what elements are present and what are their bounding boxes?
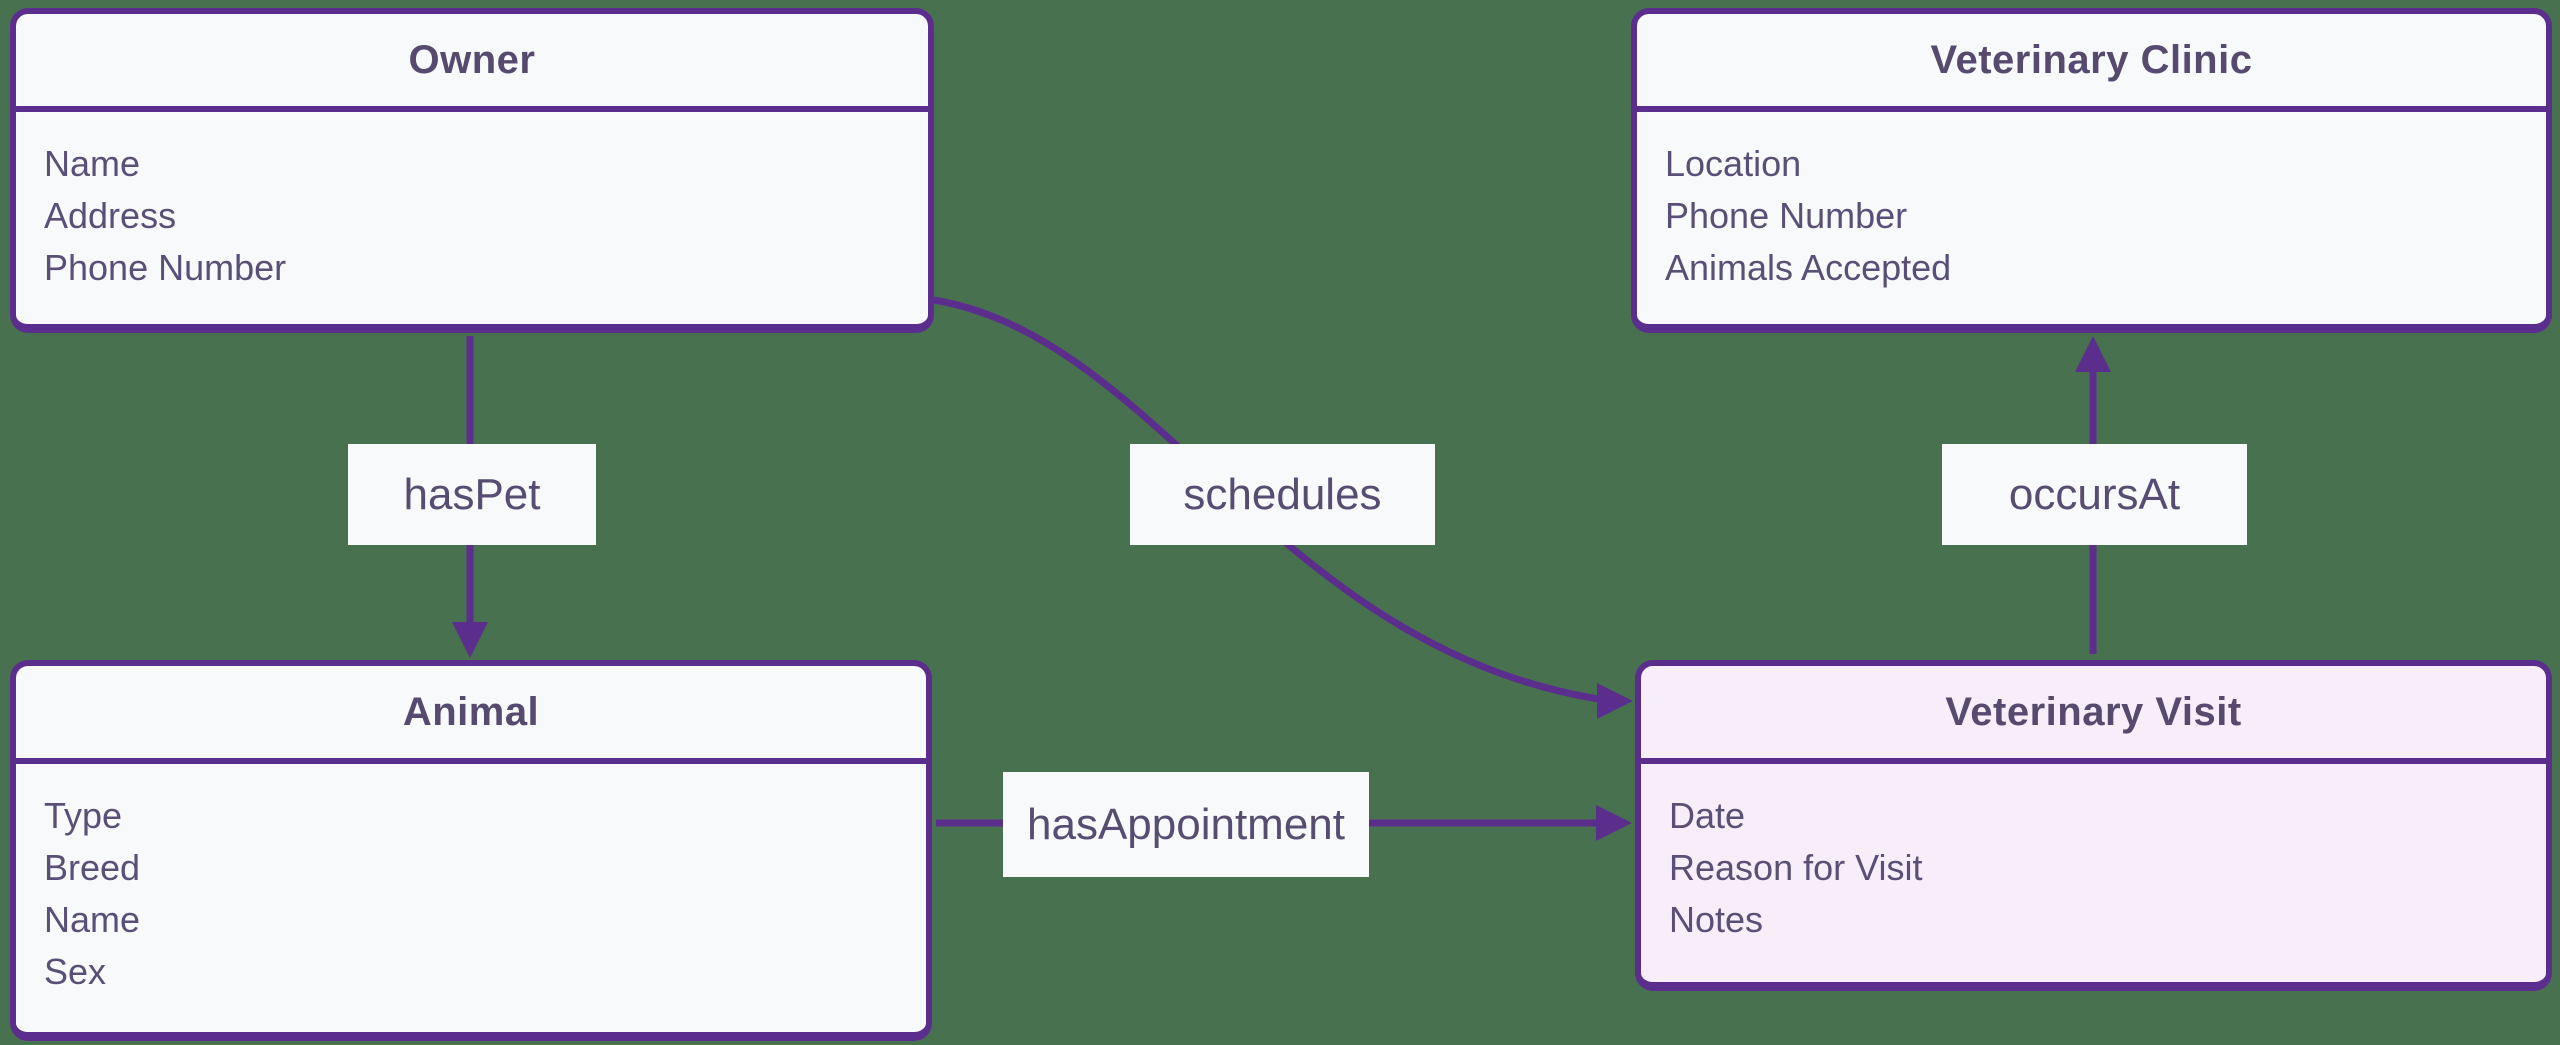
attribute: Phone Number (1665, 195, 1908, 236)
relationship-label-schedules: schedules (1130, 444, 1435, 545)
entity-animal-attributes: Type Breed Name Sex (16, 764, 926, 998)
entity-animal-title: Animal (16, 666, 926, 764)
entity-veterinary-visit: Veterinary Visit Date Reason for Visit N… (1635, 660, 2552, 991)
attribute: Name (44, 143, 141, 184)
relationship-label-occursat: occursAt (1942, 444, 2247, 545)
attribute: Name (44, 899, 141, 940)
attribute: Date (1669, 795, 1746, 836)
attribute: Reason for Visit (1669, 847, 1923, 888)
entity-veterinary-visit-attributes: Date Reason for Visit Notes (1641, 764, 2546, 946)
entity-owner: Owner Name Address Phone Number (10, 8, 934, 333)
attribute: Type (44, 795, 123, 836)
attribute: Breed (44, 847, 141, 888)
attribute: Sex (44, 951, 107, 992)
entity-owner-attributes: Name Address Phone Number (16, 112, 928, 294)
attribute: Phone Number (44, 247, 287, 288)
attribute: Notes (1669, 899, 1764, 940)
entity-veterinary-clinic-title: Veterinary Clinic (1637, 14, 2546, 112)
entity-veterinary-clinic: Veterinary Clinic Location Phone Number … (1631, 8, 2552, 333)
relationship-label-hasappointment: hasAppointment (1003, 772, 1369, 877)
entity-animal: Animal Type Breed Name Sex (10, 660, 932, 1041)
entity-veterinary-visit-title: Veterinary Visit (1641, 666, 2546, 764)
entity-veterinary-clinic-attributes: Location Phone Number Animals Accepted (1637, 112, 2546, 294)
entity-owner-title: Owner (16, 14, 928, 112)
relationship-label-haspet: hasPet (348, 444, 596, 545)
attribute: Location (1665, 143, 1802, 184)
attribute: Animals Accepted (1665, 247, 1952, 288)
attribute: Address (44, 195, 177, 236)
